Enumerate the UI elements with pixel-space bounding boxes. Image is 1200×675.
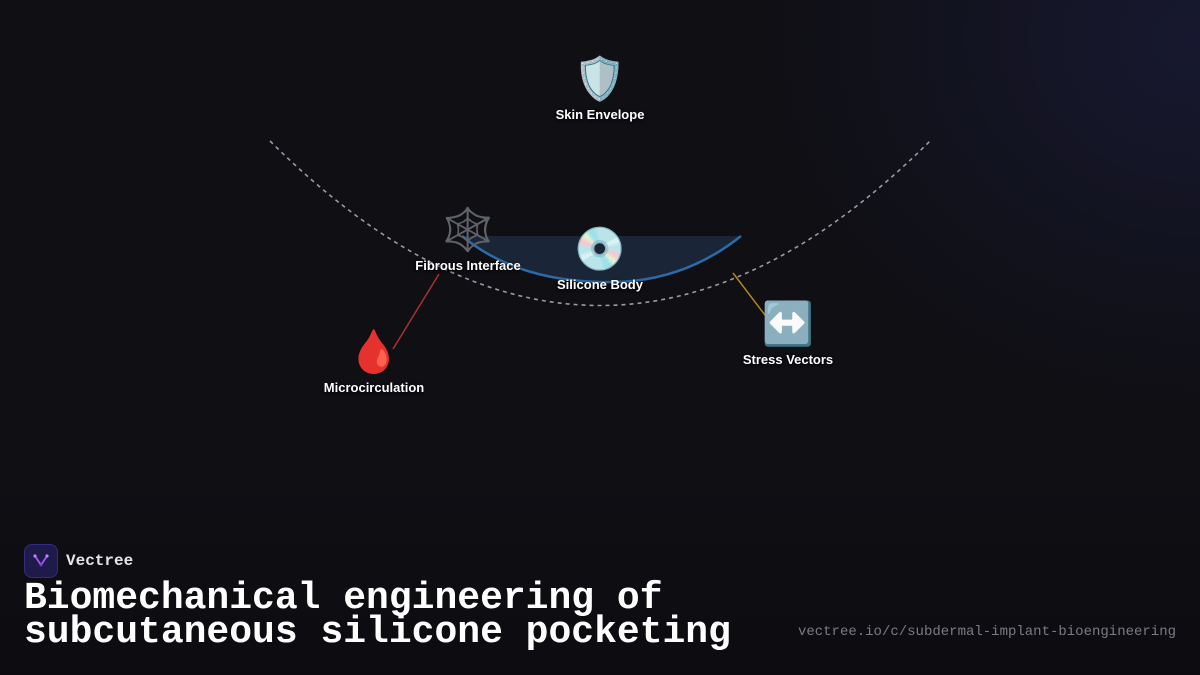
node-label: Stress Vectors xyxy=(742,352,834,367)
pocket-boundary-curve xyxy=(269,140,931,307)
node-fibrous-interface: 🕸️ Fibrous Interface xyxy=(415,206,520,273)
node-label: Fibrous Interface xyxy=(415,258,521,273)
implant-body-outline xyxy=(461,235,742,284)
brand-name: Vectree xyxy=(66,552,134,570)
blood-drop-icon: 🩸 xyxy=(347,328,401,375)
node-label: Silicone Body xyxy=(557,277,643,292)
spider-web-icon: 🕸️ xyxy=(441,206,495,253)
connector-fibrous-micro xyxy=(392,273,440,350)
vectree-logo-icon xyxy=(24,544,58,578)
connector-silicone-stress xyxy=(732,272,769,320)
node-silicone-body: 💿 Silicone Body xyxy=(557,225,643,292)
node-label: Microcirculation xyxy=(323,380,425,395)
implant-body-shape xyxy=(462,236,741,283)
page-title: Biomechanical engineering of subcutaneou… xyxy=(24,577,731,654)
source-url[interactable]: vectree.io/c/subdermal-implant-bioengine… xyxy=(797,624,1176,640)
brand: Vectree xyxy=(24,544,133,578)
left-right-arrow-icon: ↔️ xyxy=(761,300,815,347)
disc-icon: 💿 xyxy=(573,225,627,272)
node-microcirculation: 🩸 Microcirculation xyxy=(324,328,424,395)
node-stress-vectors: ↔️ Stress Vectors xyxy=(743,300,833,367)
node-skin-envelope: 🛡️ Skin Envelope xyxy=(556,55,645,122)
shield-icon: 🛡️ xyxy=(573,55,627,102)
node-label: Skin Envelope xyxy=(555,107,645,122)
